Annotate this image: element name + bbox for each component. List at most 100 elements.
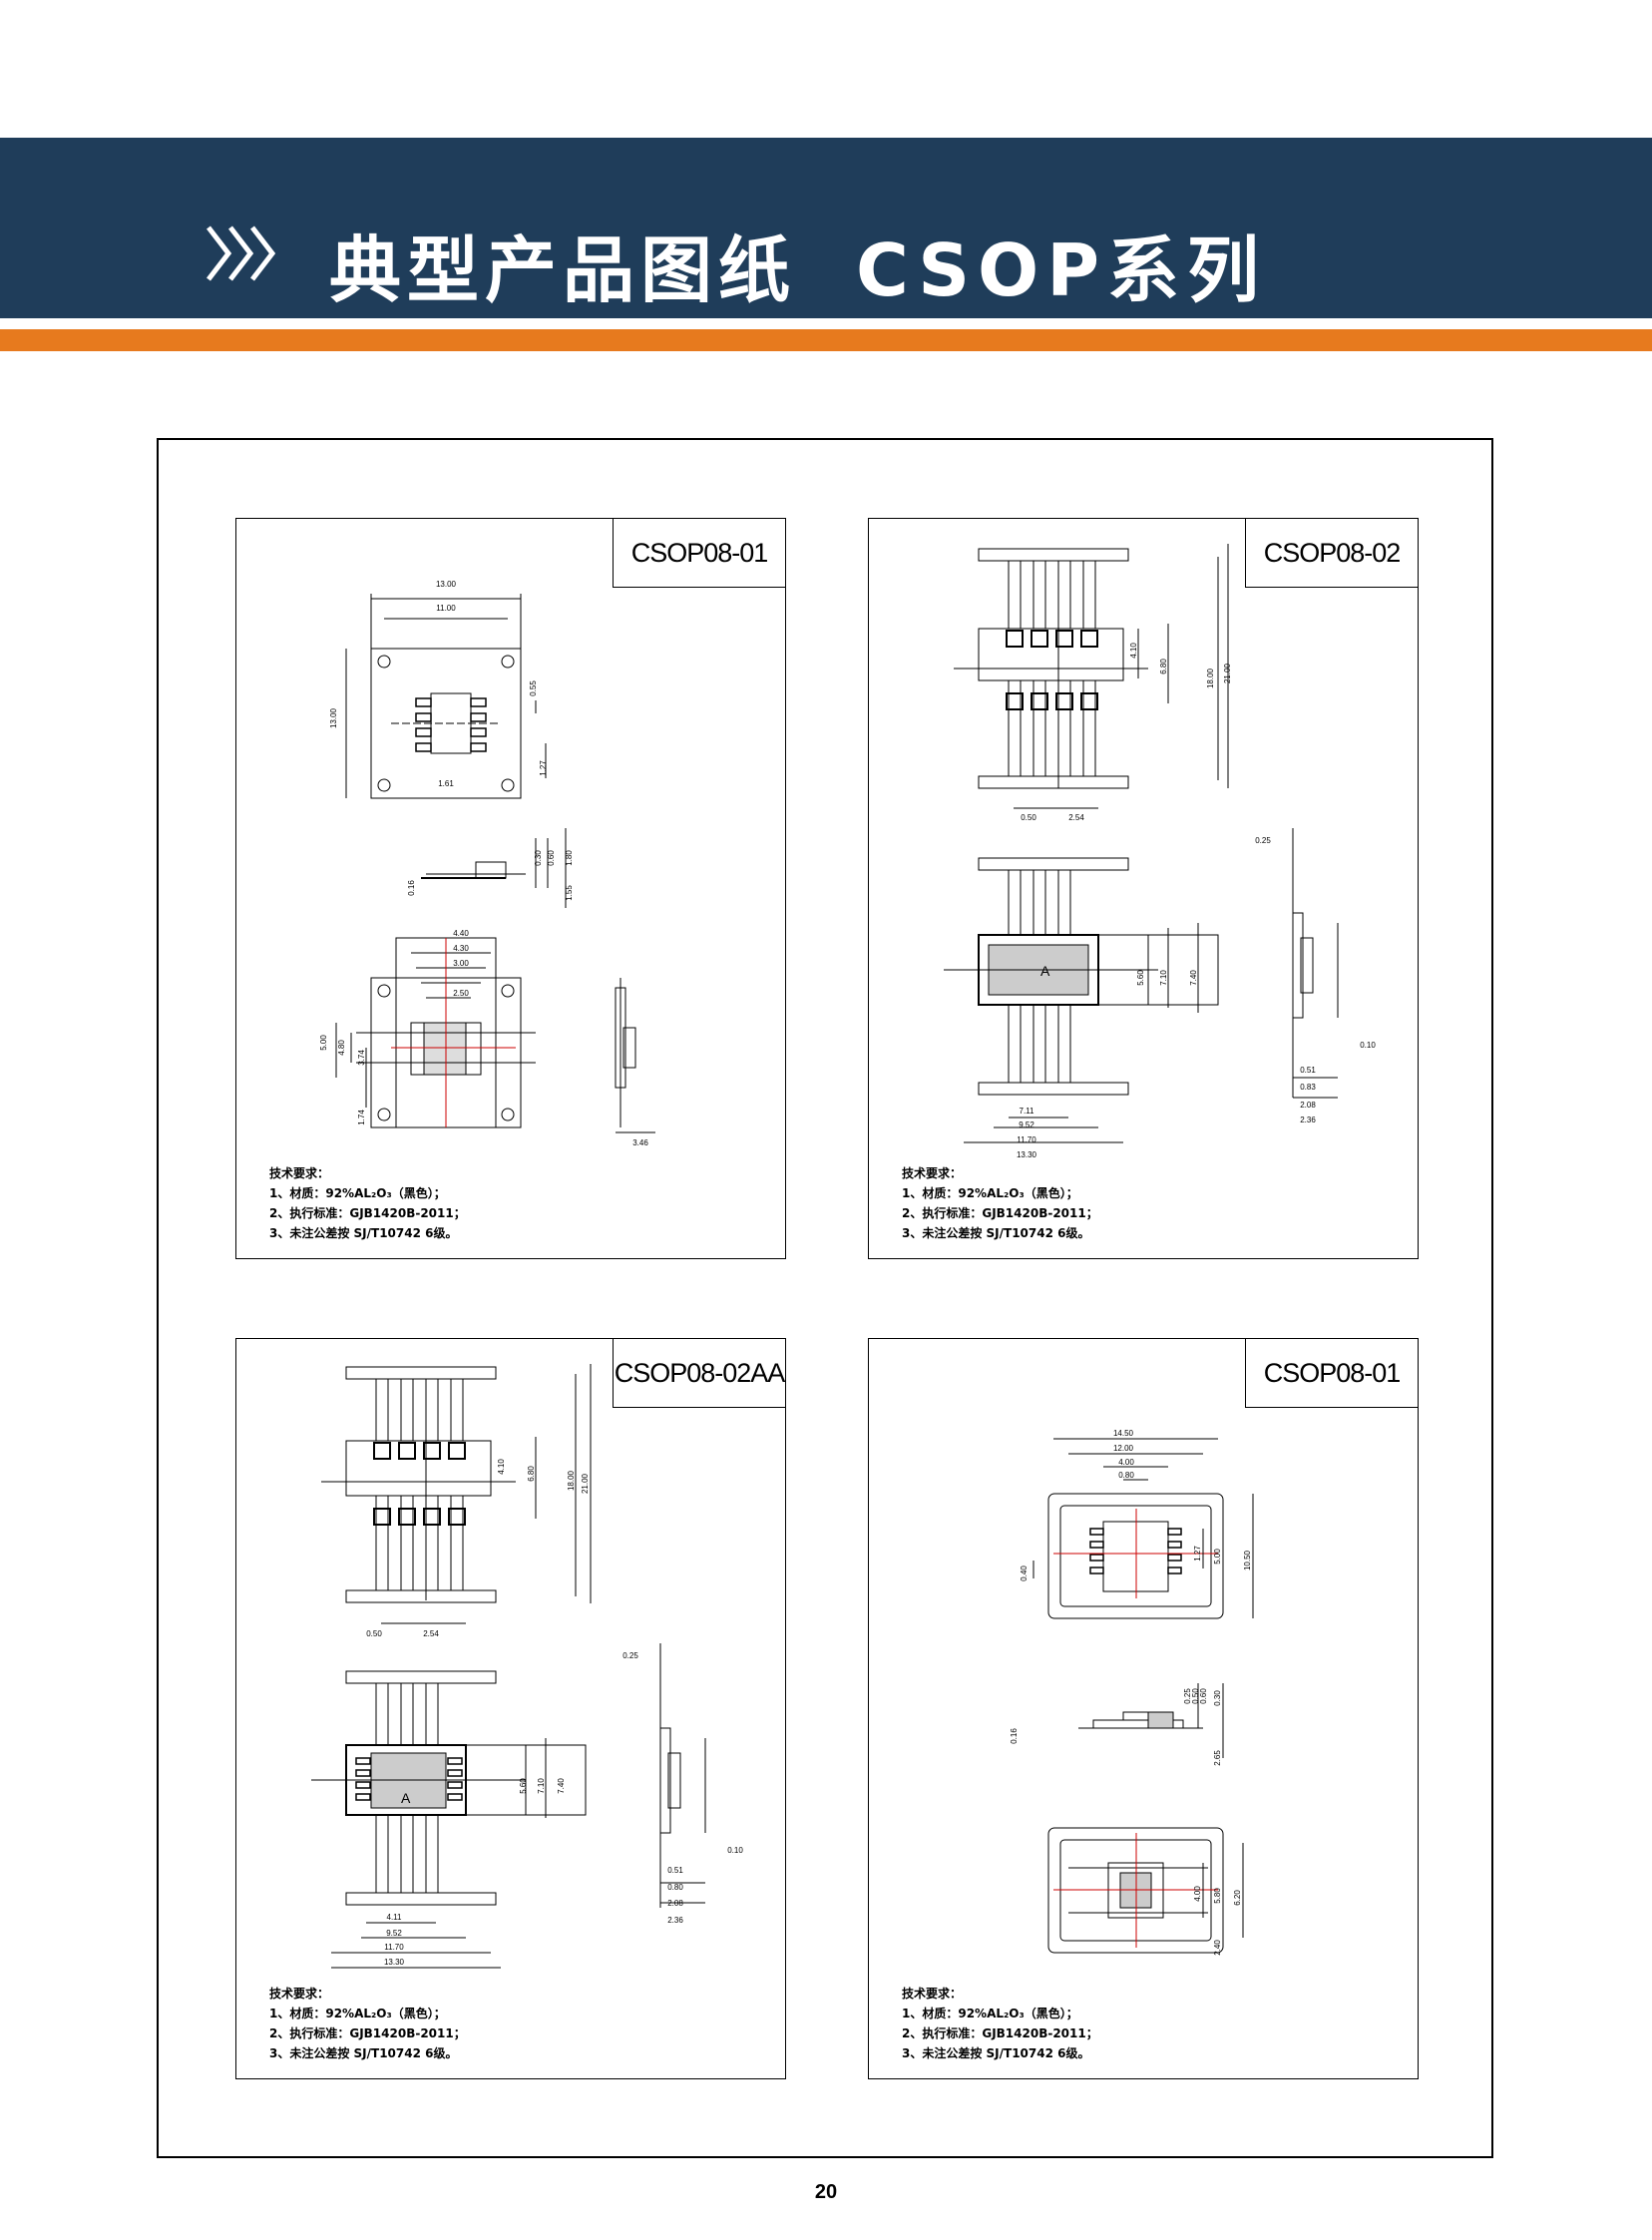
notes-line: 1、材质：92%AL₂O₃（黑色）； bbox=[269, 1186, 446, 1200]
dimension-label: 13.00 bbox=[436, 580, 457, 589]
dimension-label: 9.52 bbox=[1019, 1120, 1034, 1129]
notes-heading: 技术要求： bbox=[269, 1987, 330, 2001]
dimension-label: 18.00 bbox=[567, 1470, 576, 1491]
dimension-label: 4.10 bbox=[1129, 643, 1138, 659]
page-number: 20 bbox=[814, 2181, 838, 2203]
dimension-label: 0.80 bbox=[1118, 1471, 1134, 1480]
dimension-label: 7.40 bbox=[557, 1778, 566, 1794]
technical-notes: 技术要求： 1、材质：92%AL₂O₃（黑色）； 2、执行标准：GJB1420B… bbox=[269, 1984, 466, 2063]
title-series: CSOP系列 bbox=[856, 228, 1268, 312]
dimension-label: 1.55 bbox=[565, 885, 574, 901]
technical-notes: 技术要求： 1、材质：92%AL₂O₃（黑色）； 2、执行标准：GJB1420B… bbox=[269, 1163, 466, 1243]
dimension-label: 11.00 bbox=[436, 604, 456, 613]
dimension-label: 1.27 bbox=[539, 760, 548, 776]
dimension-label: 4.00 bbox=[1193, 1886, 1202, 1902]
dimension-label: 2.08 bbox=[667, 1899, 683, 1908]
drawing-panel-4: CSOP08-01 bbox=[868, 1338, 1419, 2079]
drawing-panel-1: CSOP08-01 bbox=[235, 518, 786, 1259]
dimension-label: 0.25 bbox=[622, 1651, 638, 1660]
package-drawing-csop08-02: A 4.10 6.80 18.00 21.00 0.50 2.54 0.25 5.60 7.10… bbox=[944, 544, 1376, 1157]
dimension-label: 0.25 bbox=[1183, 1688, 1192, 1704]
notes-line: 1、材质：92%AL₂O₃（黑色）； bbox=[902, 2007, 1078, 2020]
dimension-label: 0.60 bbox=[1199, 1688, 1208, 1704]
dimension-label: 4.30 bbox=[453, 944, 469, 953]
drawing-panel-3: CSOP08-02AA bbox=[235, 1338, 786, 2079]
dimension-label: 5.60 bbox=[519, 1778, 528, 1794]
dimension-label: 0.30 bbox=[1213, 1690, 1222, 1706]
dimension-label: 0.51 bbox=[667, 1866, 683, 1875]
dimension-label: 2.54 bbox=[423, 1629, 439, 1638]
dimension-label: 6.20 bbox=[1233, 1890, 1242, 1906]
dimension-label: 0.40 bbox=[1020, 1566, 1029, 1581]
dimension-label: 13.30 bbox=[384, 1958, 405, 1967]
dimension-label: 9.52 bbox=[386, 1929, 402, 1938]
dimension-label: 0.83 bbox=[1300, 1083, 1316, 1092]
dimension-label: 0.50 bbox=[366, 1629, 382, 1638]
datum-a-label: A bbox=[401, 1790, 411, 1806]
dimension-label: 10.50 bbox=[1243, 1550, 1252, 1570]
dimension-label: 5.60 bbox=[1136, 970, 1145, 986]
dimension-label: 0.51 bbox=[1300, 1066, 1316, 1075]
dimension-label: 0.25 bbox=[1255, 836, 1271, 845]
technical-notes: 技术要求： 1、材质：92%AL₂O₃（黑色）； 2、执行标准：GJB1420B… bbox=[902, 1163, 1098, 1243]
dimension-label: 4.10 bbox=[497, 1459, 506, 1475]
dimension-label: 5.00 bbox=[319, 1035, 328, 1051]
dimension-label: 2.65 bbox=[1213, 1750, 1222, 1766]
datum-a-label: A bbox=[1040, 963, 1050, 979]
notes-line: 1、材质：92%AL₂O₃（黑色）； bbox=[269, 2007, 446, 2020]
dimension-label: 4.11 bbox=[387, 1913, 403, 1922]
dimension-label: 0.60 bbox=[547, 850, 556, 866]
dimension-label: 0.50 bbox=[1191, 1688, 1200, 1704]
drawing-frame: CSOP08-01 bbox=[157, 438, 1493, 2158]
dimension-label: 21.00 bbox=[1223, 663, 1232, 683]
dimension-label: 7.10 bbox=[537, 1778, 546, 1794]
notes-line: 2、执行标准：GJB1420B-2011； bbox=[269, 2026, 466, 2040]
title-main: 典型产品图纸 bbox=[329, 228, 797, 312]
notes-heading: 技术要求： bbox=[902, 1987, 963, 2001]
triple-chevron-right-icon bbox=[206, 225, 276, 281]
dimension-label: 13.00 bbox=[329, 707, 338, 728]
dimension-label: 0.16 bbox=[407, 880, 416, 896]
dimension-label: 1.74 bbox=[357, 1110, 366, 1125]
notes-heading: 技术要求： bbox=[902, 1166, 963, 1180]
notes-line: 3、未注公差按 SJ/T10742 6级。 bbox=[269, 1226, 458, 1240]
accent-stripe bbox=[0, 329, 1652, 351]
dimension-label: 0.10 bbox=[727, 1846, 743, 1855]
dimension-label: 12.00 bbox=[1113, 1444, 1134, 1453]
dimension-label: 0.80 bbox=[667, 1883, 683, 1892]
dimension-label: 1.80 bbox=[565, 850, 574, 866]
dimension-label: 0.10 bbox=[1360, 1041, 1376, 1050]
dimension-label: 3.74 bbox=[357, 1050, 366, 1066]
notes-line: 2、执行标准：GJB1420B-2011； bbox=[902, 2026, 1098, 2040]
dimension-label: 5.80 bbox=[1213, 1888, 1222, 1904]
notes-line: 2、执行标准：GJB1420B-2011； bbox=[269, 1206, 466, 1220]
dimension-label: 1.61 bbox=[438, 779, 454, 788]
panel-label: CSOP08-02 bbox=[1245, 518, 1419, 588]
dimension-label: 11.70 bbox=[384, 1943, 404, 1952]
dimension-label: 3.00 bbox=[453, 959, 469, 968]
dimension-label: 7.11 bbox=[1020, 1107, 1035, 1116]
dimension-label: 2.54 bbox=[1068, 813, 1084, 822]
panel-label: CSOP08-01 bbox=[1245, 1338, 1419, 1408]
dimension-label: 6.80 bbox=[1159, 659, 1168, 674]
dimension-label: 21.00 bbox=[581, 1473, 590, 1494]
dimension-label: 4.40 bbox=[453, 929, 469, 938]
dimension-label: 2.36 bbox=[667, 1916, 683, 1925]
dimension-label: 0.50 bbox=[1021, 813, 1036, 822]
dimension-label: 4.00 bbox=[1118, 1458, 1134, 1467]
panel-label: CSOP08-02AA bbox=[613, 1338, 786, 1408]
notes-heading: 技术要求： bbox=[269, 1166, 330, 1180]
dimension-label: 1.27 bbox=[1193, 1546, 1202, 1562]
notes-line: 3、未注公差按 SJ/T10742 6级。 bbox=[269, 2046, 458, 2060]
dimension-label: 18.00 bbox=[1206, 668, 1215, 688]
technical-notes: 技术要求： 1、材质：92%AL₂O₃（黑色）； 2、执行标准：GJB1420B… bbox=[902, 1984, 1098, 2063]
dimension-label: 11.70 bbox=[1017, 1135, 1036, 1144]
dimension-label: 4.80 bbox=[337, 1040, 346, 1056]
drawing-panel-2: CSOP08-02 bbox=[868, 518, 1419, 1259]
dimension-label: 14.50 bbox=[1113, 1429, 1134, 1438]
dimension-label: 7.10 bbox=[1159, 970, 1168, 986]
dimension-label: 0.30 bbox=[534, 850, 543, 866]
